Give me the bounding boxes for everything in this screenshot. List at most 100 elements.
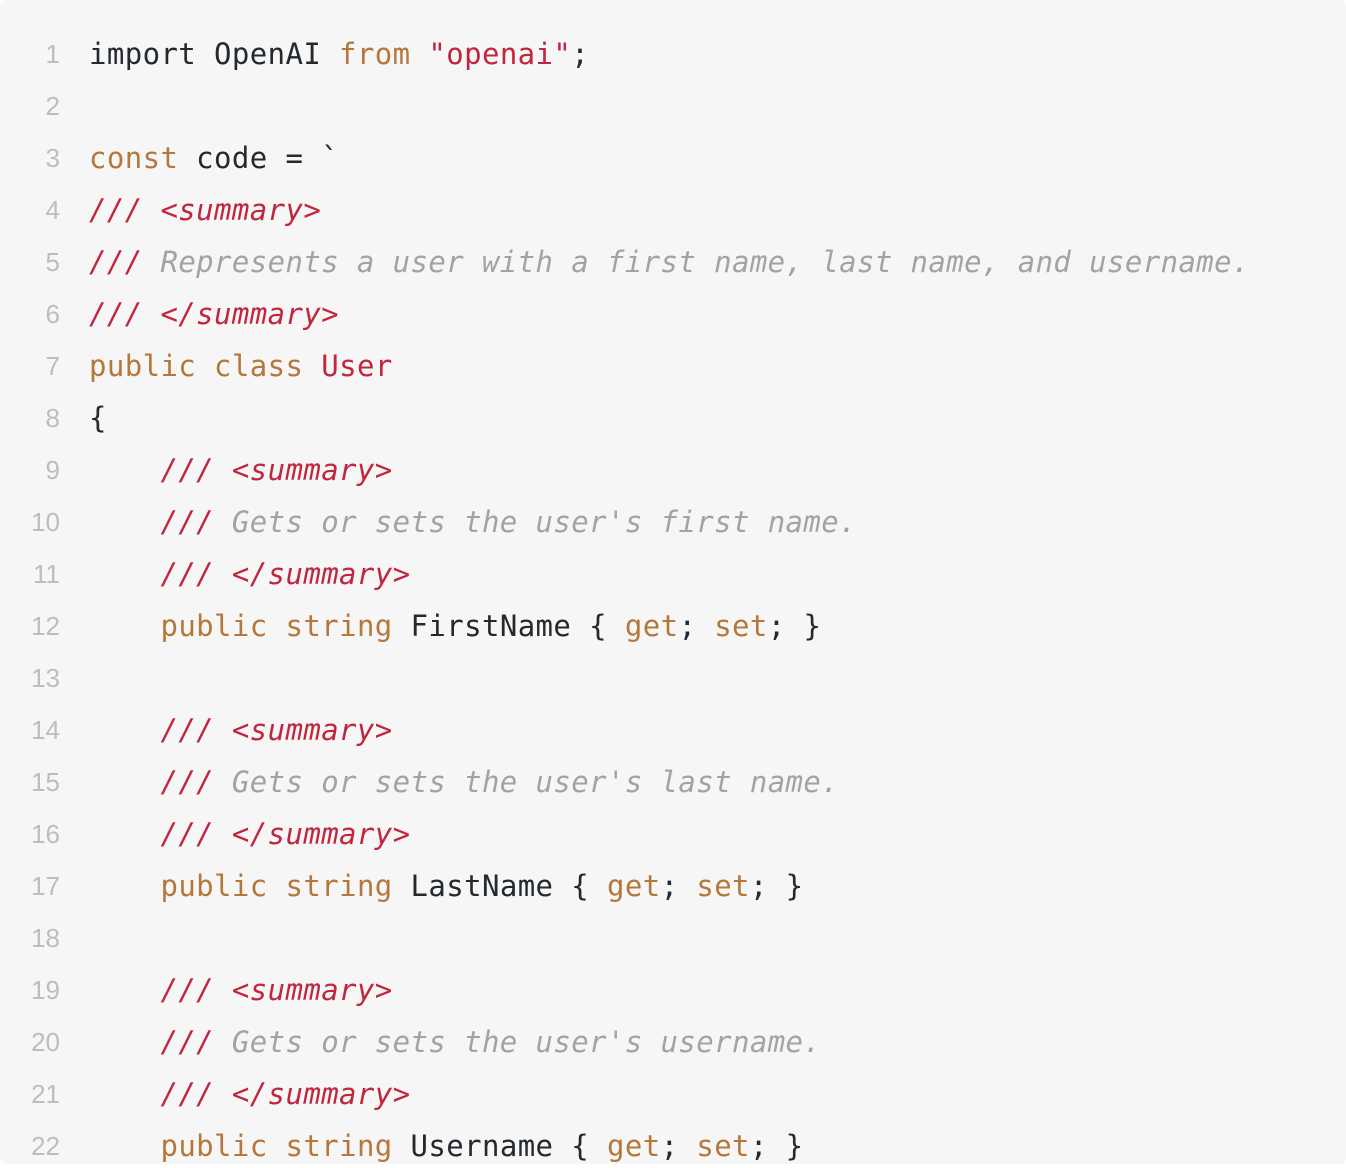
- code-token: public: [160, 609, 268, 643]
- code-line[interactable]: 11 /// </summary>: [0, 548, 1250, 600]
- code-token: Username {: [392, 1129, 607, 1163]
- code-line[interactable]: 10 /// Gets or sets the user's first nam…: [0, 496, 1250, 548]
- code-token: [303, 349, 321, 383]
- line-number: 12: [31, 610, 60, 641]
- code-token: ; }: [749, 869, 804, 903]
- code-token: [89, 713, 160, 747]
- line-number: 5: [45, 246, 60, 277]
- code-line[interactable]: 4/// <summary>: [0, 184, 1250, 236]
- code-token: [89, 765, 160, 799]
- code-line[interactable]: 15 /// Gets or sets the user's last name…: [0, 756, 1250, 808]
- line-number: 16: [31, 818, 60, 849]
- code-token: string: [285, 1129, 393, 1163]
- code-token: {: [89, 401, 107, 435]
- line-code: /// Gets or sets the user's last name.: [89, 765, 839, 799]
- code-token: LastName {: [392, 869, 607, 903]
- line-code: /// Gets or sets the user's first name.: [89, 505, 857, 539]
- code-line[interactable]: 12 public string FirstName { get; set; }: [0, 600, 1250, 652]
- code-token: [268, 609, 286, 643]
- line-code: /// </summary>: [89, 1077, 411, 1111]
- code-line[interactable]: 14 /// <summary>: [0, 704, 1250, 756]
- code-line[interactable]: 6/// </summary>: [0, 288, 1250, 340]
- code-token: /// <summary>: [160, 453, 393, 487]
- code-token: /// </summary>: [160, 557, 411, 591]
- code-token: ; }: [749, 1129, 804, 1163]
- line-code: {: [89, 401, 107, 435]
- line-number: 7: [45, 350, 60, 381]
- code-token: [89, 557, 160, 591]
- code-token: public: [89, 349, 197, 383]
- line-number: 8: [45, 402, 60, 433]
- code-line[interactable]: 8{: [0, 392, 1250, 444]
- line-number: 10: [31, 506, 60, 537]
- code-line[interactable]: 19 /// <summary>: [0, 964, 1250, 1016]
- code-token: Gets or sets the user's username.: [231, 1025, 822, 1059]
- code-line[interactable]: 9 /// <summary>: [0, 444, 1250, 496]
- code-token: [89, 453, 160, 487]
- code-token: get: [607, 869, 661, 903]
- line-number: 1: [45, 38, 60, 69]
- code-line[interactable]: 22 public string Username { get; set; }: [0, 1120, 1250, 1164]
- code-token: [89, 973, 160, 1007]
- code-token: ///: [160, 765, 232, 799]
- code-token: [89, 505, 160, 539]
- code-token: ///: [89, 245, 161, 279]
- line-number: 2: [45, 90, 60, 121]
- line-code: /// Represents a user with a first name,…: [89, 245, 1250, 279]
- code-token: User: [321, 349, 393, 383]
- code-line[interactable]: 21 /// </summary>: [0, 1068, 1250, 1120]
- code-line[interactable]: 2: [0, 80, 1250, 132]
- code-token: FirstName {: [392, 609, 625, 643]
- code-token: Represents a user with a first name, las…: [160, 245, 1250, 279]
- code-token: public: [160, 1129, 268, 1163]
- code-token: [89, 1025, 160, 1059]
- code-line[interactable]: 7 public class User: [0, 340, 1250, 392]
- code-token: public: [160, 869, 268, 903]
- code-token: get: [624, 609, 679, 643]
- code-token: string: [285, 609, 393, 643]
- code-token: string: [285, 869, 393, 903]
- code-token: [89, 1077, 160, 1111]
- code-line[interactable]: 16 /// </summary>: [0, 808, 1250, 860]
- line-number: 21: [31, 1078, 60, 1109]
- line-code: public string LastName { get; set; }: [89, 869, 804, 903]
- line-code: /// Gets or sets the user's username.: [89, 1025, 821, 1059]
- code-token: get: [607, 1129, 661, 1163]
- code-token: Gets or sets the user's last name.: [231, 765, 840, 799]
- code-line[interactable]: 18: [0, 912, 1250, 964]
- line-number: 15: [31, 766, 60, 797]
- code-token: [89, 609, 160, 643]
- line-number: 11: [33, 558, 60, 589]
- code-line[interactable]: 13: [0, 652, 1250, 704]
- line-number: 20: [31, 1026, 60, 1057]
- line-number: 13: [31, 662, 60, 693]
- code-token: class: [214, 349, 304, 383]
- code-token: set: [696, 869, 750, 903]
- line-number: 22: [31, 1130, 60, 1161]
- code-token: ;: [571, 37, 590, 71]
- code-token: /// <summary>: [160, 713, 393, 747]
- code-token: set: [696, 1129, 750, 1163]
- line-code: const code = `: [89, 141, 339, 175]
- line-code: /// <summary>: [89, 453, 393, 487]
- code-line[interactable]: 20 /// Gets or sets the user's username.: [0, 1016, 1250, 1068]
- code-token: import OpenAI: [89, 37, 340, 71]
- code-token: ///: [160, 505, 232, 539]
- line-code: public string Username { get; set; }: [89, 1129, 804, 1163]
- line-code: /// <summary>: [89, 973, 393, 1007]
- line-code: public string FirstName { get; set; }: [89, 609, 821, 643]
- line-number: 14: [31, 714, 60, 745]
- code-token: /// </summary>: [160, 817, 411, 851]
- line-code: /// <summary>: [89, 713, 393, 747]
- code-token: set: [714, 609, 768, 643]
- code-token: [268, 869, 286, 903]
- code-token: [89, 817, 160, 851]
- code-line[interactable]: 5 /// Represents a user with a first name…: [0, 236, 1250, 288]
- code-line[interactable]: 17 public string LastName { get; set; }: [0, 860, 1250, 912]
- code-token: [89, 869, 160, 903]
- code-token: ;: [660, 1129, 697, 1163]
